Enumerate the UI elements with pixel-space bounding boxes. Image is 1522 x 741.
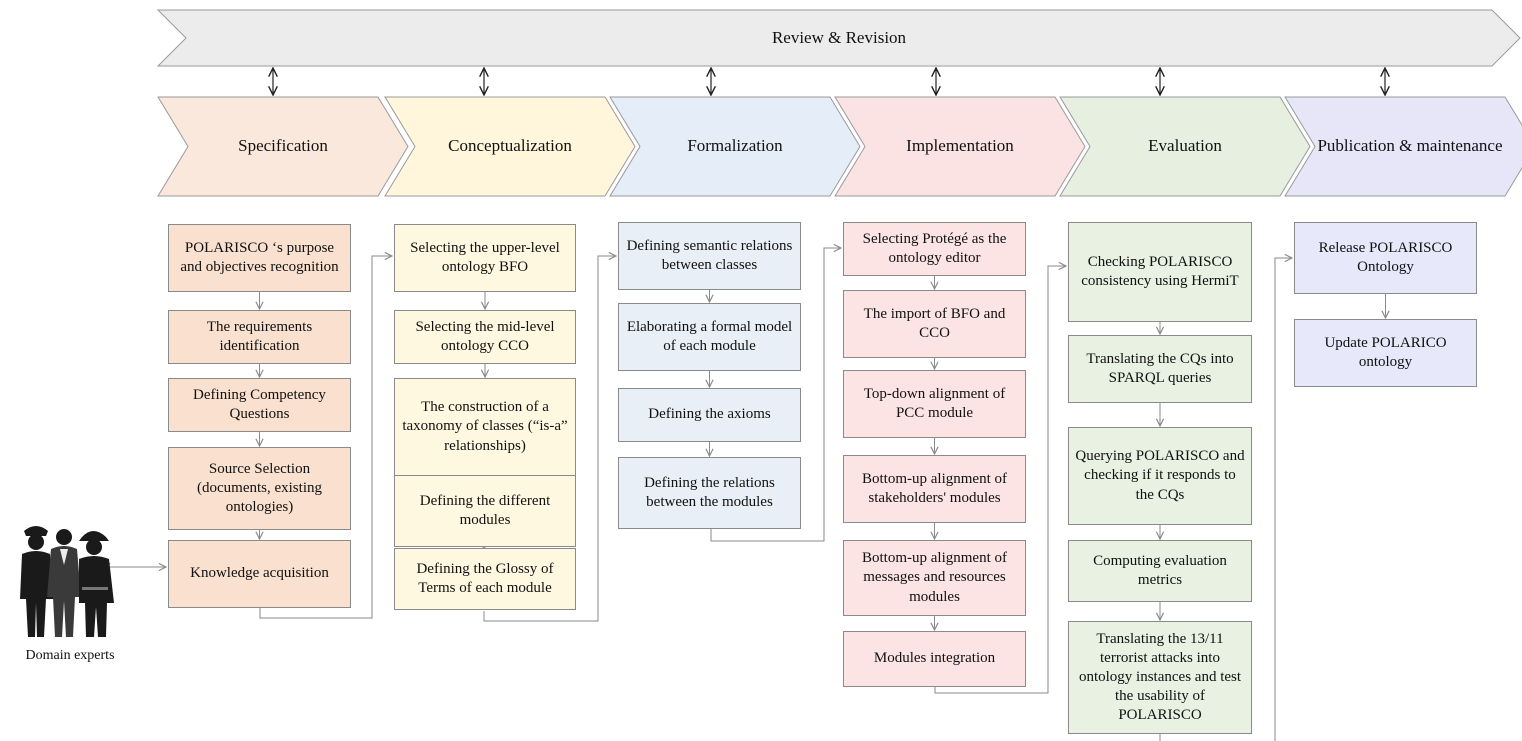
review-revision-banner <box>156 9 1521 67</box>
step-box-conceptualization-5: Defining the Glossy of Terms of each mod… <box>394 548 576 610</box>
step-box-specification-5: Knowledge acquisition <box>168 540 351 608</box>
people-silhouette-icon <box>20 526 114 637</box>
step-box-implementation-1: Selecting Protégé as the ontology editor <box>843 222 1026 276</box>
phase-connector-arrow <box>259 256 392 619</box>
step-box-formalization-1: Defining semantic relations between clas… <box>618 222 801 290</box>
phase-chevron-specification <box>157 96 409 197</box>
step-box-implementation-5: Bottom-up alignment of messages and reso… <box>843 540 1026 616</box>
phase-chevron-evaluation <box>1059 96 1311 197</box>
step-box-evaluation-5: Translating the 13/11 terrorist attacks … <box>1068 621 1252 734</box>
step-box-implementation-2: The import of BFO and CCO <box>843 290 1026 358</box>
step-box-conceptualization-1: Selecting the upper-level ontology BFO <box>394 224 576 292</box>
step-box-conceptualization-4: Defining the different modules <box>394 475 576 547</box>
step-box-implementation-6: Modules integration <box>843 631 1026 687</box>
domain-experts-label: Domain experts <box>25 648 115 663</box>
phase-chevron-implementation <box>834 96 1086 197</box>
phase-connector-arrow <box>710 248 841 542</box>
step-box-specification-3: Defining Competency Questions <box>168 378 351 432</box>
step-box-formalization-4: Defining the relations between the modul… <box>618 457 801 529</box>
step-box-evaluation-2: Translating the CQs into SPARQL queries <box>1068 335 1252 403</box>
phase-chevron-conceptualization <box>384 96 636 197</box>
phase-chevron-formalization <box>609 96 861 197</box>
step-box-implementation-3: Top-down alignment of PCC module <box>843 370 1026 438</box>
phase-connector-arrow <box>934 266 1066 694</box>
step-box-publication-1: Release POLARISCO Ontology <box>1294 222 1477 294</box>
step-box-conceptualization-3: The construction of a taxonomy of classe… <box>394 378 576 476</box>
step-box-publication-2: Update POLARICO ontology <box>1294 319 1477 387</box>
step-box-evaluation-1: Checking POLARISCO consistency using Her… <box>1068 222 1252 322</box>
step-box-specification-2: The requirements identification <box>168 310 351 364</box>
step-box-conceptualization-2: Selecting the mid-level ontology CCO <box>394 310 576 364</box>
step-box-specification-4: Source Selection (documents, existing on… <box>168 447 351 530</box>
step-box-formalization-3: Defining the axioms <box>618 388 801 442</box>
step-box-evaluation-4: Computing evaluation metrics <box>1068 540 1252 602</box>
step-box-implementation-4: Bottom-up alignment of stakeholders' mod… <box>843 455 1026 523</box>
step-box-formalization-2: Elaborating a formal model of each modul… <box>618 303 801 371</box>
step-box-evaluation-3: Querying POLARISCO and checking if it re… <box>1068 427 1252 525</box>
step-box-specification-1: POLARISCO ‘s purpose and objectives reco… <box>168 224 351 292</box>
phase-connector-arrow <box>1274 258 1292 741</box>
phase-connector-arrow <box>483 256 616 622</box>
phase-chevron-publication <box>1284 96 1522 197</box>
review-revision-label: Review & Revision <box>771 28 907 47</box>
